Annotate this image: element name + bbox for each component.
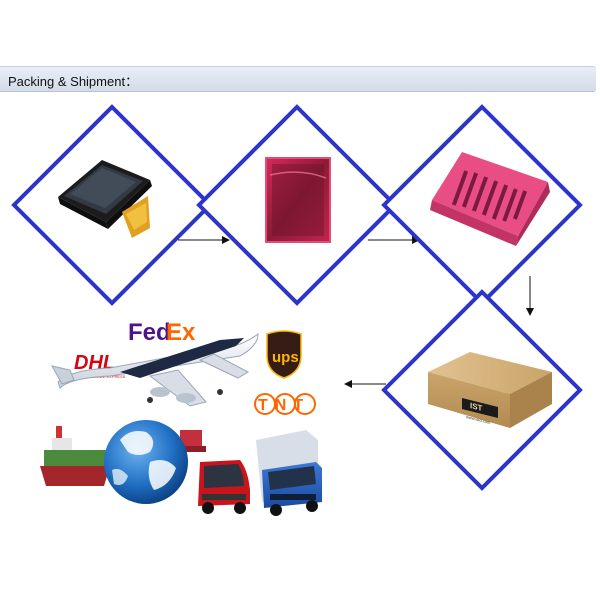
ups-logo: ups (266, 330, 302, 379)
flow-arrow-left (344, 380, 386, 388)
step-carton-box: IST www.istd.com (381, 289, 583, 491)
box-logo-text: IST (470, 401, 482, 413)
blue-truck-image (256, 430, 322, 516)
section-title: Packing & Shipment： (8, 74, 139, 89)
shipping-carriers-collage: Fed Ex DHL WORLDWIDE EXPRESS ups TNT (40, 319, 322, 516)
tnt-logo: TNT (254, 393, 316, 415)
fedex-ex-text: Ex (166, 319, 196, 346)
flow-arrow-right-1 (178, 236, 230, 244)
tnt-text: TNT (258, 397, 310, 414)
cargo-ship-image (40, 426, 206, 486)
box-url-text: www.istd.com (466, 414, 491, 425)
airplane-image (51, 332, 259, 407)
fedex-fed-text: Fed (128, 319, 171, 346)
fedex-logo: Fed Ex (128, 319, 196, 346)
step-anti-static-bag (196, 104, 398, 306)
section-header-bar: Packing & Shipment： (0, 66, 596, 92)
touch-screen-product-image (58, 160, 152, 238)
step-touch-panel (11, 104, 213, 306)
step-foam-tray (381, 104, 583, 306)
flow-arrow-right-2 (368, 236, 420, 244)
ups-text: ups (272, 349, 299, 366)
flow-arrow-down (526, 276, 534, 316)
red-van-image (198, 460, 250, 514)
foam-tray-image (430, 152, 550, 246)
pink-bag-image (265, 157, 331, 243)
carton-box-image: IST www.istd.com (428, 352, 552, 428)
globe-image (104, 420, 188, 504)
